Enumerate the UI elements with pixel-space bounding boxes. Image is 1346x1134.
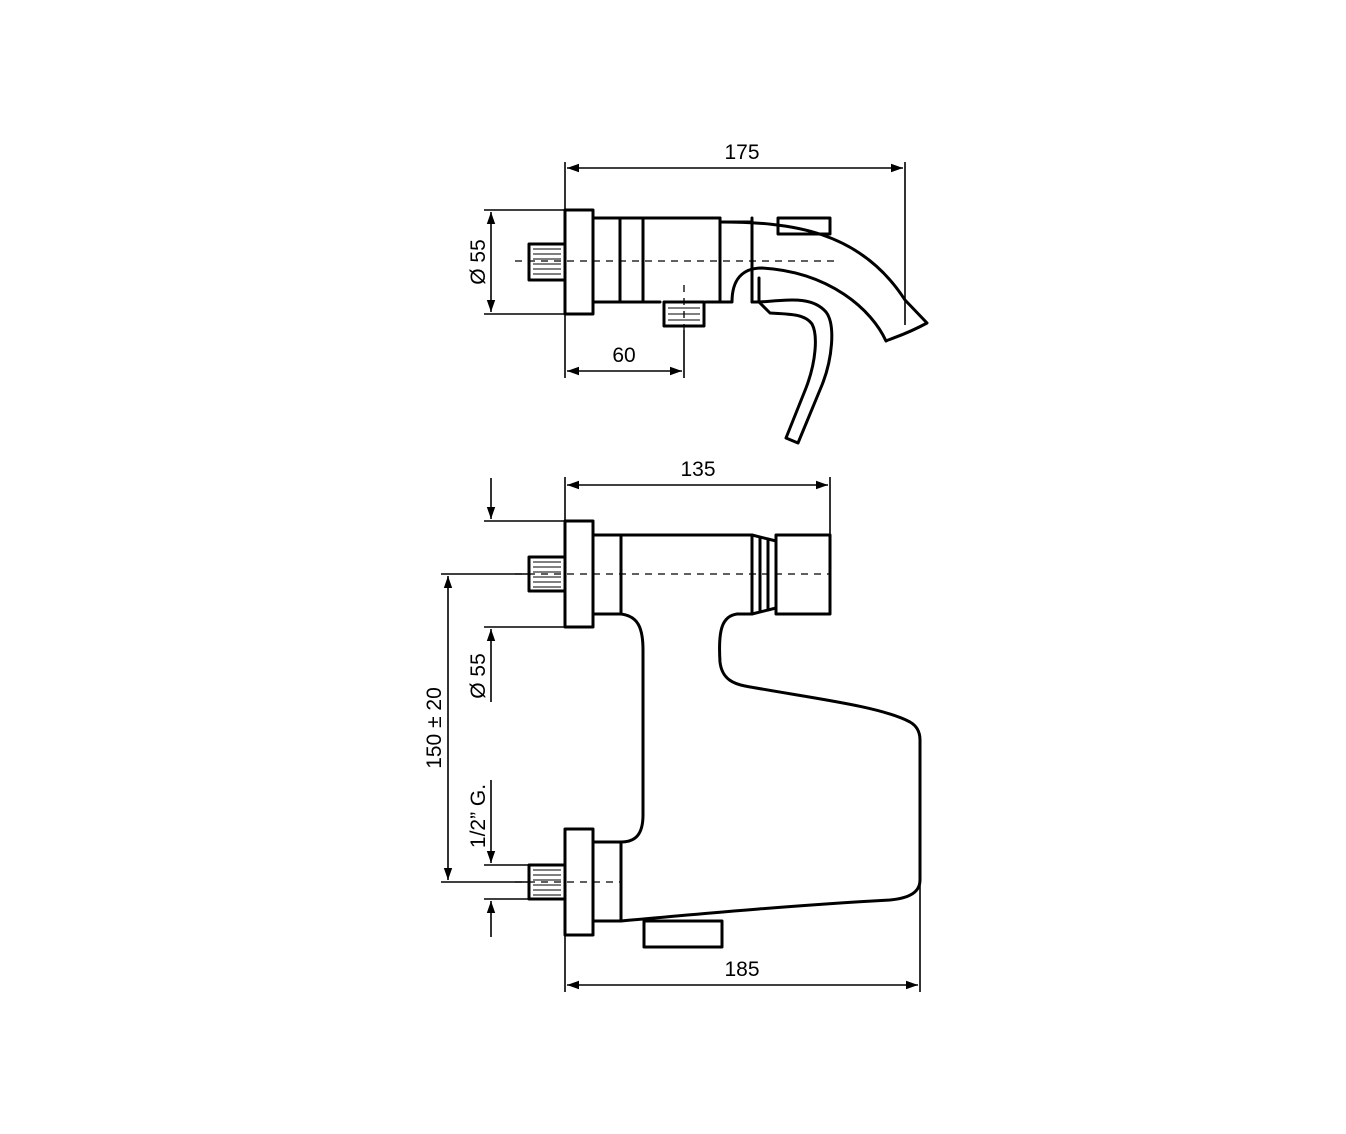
dim-front-diameter: Ø 55 xyxy=(467,478,565,702)
dim-thread: 1/2” G. xyxy=(467,780,529,937)
dim-185: 185 xyxy=(564,880,921,992)
dim-135: 135 xyxy=(564,458,831,535)
top-lever-handle xyxy=(718,216,929,343)
top-diverter-lever xyxy=(757,298,834,445)
dim-60: 60 xyxy=(564,314,685,378)
dim-175-label: 175 xyxy=(724,141,759,164)
top-threaded-inlet xyxy=(527,242,567,282)
dim-top-diameter: Ø 55 xyxy=(467,209,565,315)
top-wall-flange xyxy=(563,208,595,316)
front-body xyxy=(619,533,922,923)
front-view: 135 Ø 55 150 ± 20 1/2” G. xyxy=(423,458,922,992)
dim-thread-label: 1/2” G. xyxy=(467,784,490,848)
dim-185-label: 185 xyxy=(724,958,759,981)
dim-top-diameter-label: Ø 55 xyxy=(467,239,490,285)
top-body xyxy=(591,216,722,304)
dim-front-diameter-label: Ø 55 xyxy=(467,653,490,699)
dim-135-label: 135 xyxy=(680,458,715,481)
dim-60-label: 60 xyxy=(612,344,635,367)
dim-150: 150 ± 20 xyxy=(423,573,529,883)
dim-175: 175 xyxy=(564,141,906,325)
front-bottom-outlet xyxy=(642,919,724,949)
dim-150-label: 150 ± 20 xyxy=(423,687,446,769)
top-view: 175 Ø 55 60 xyxy=(467,141,929,445)
